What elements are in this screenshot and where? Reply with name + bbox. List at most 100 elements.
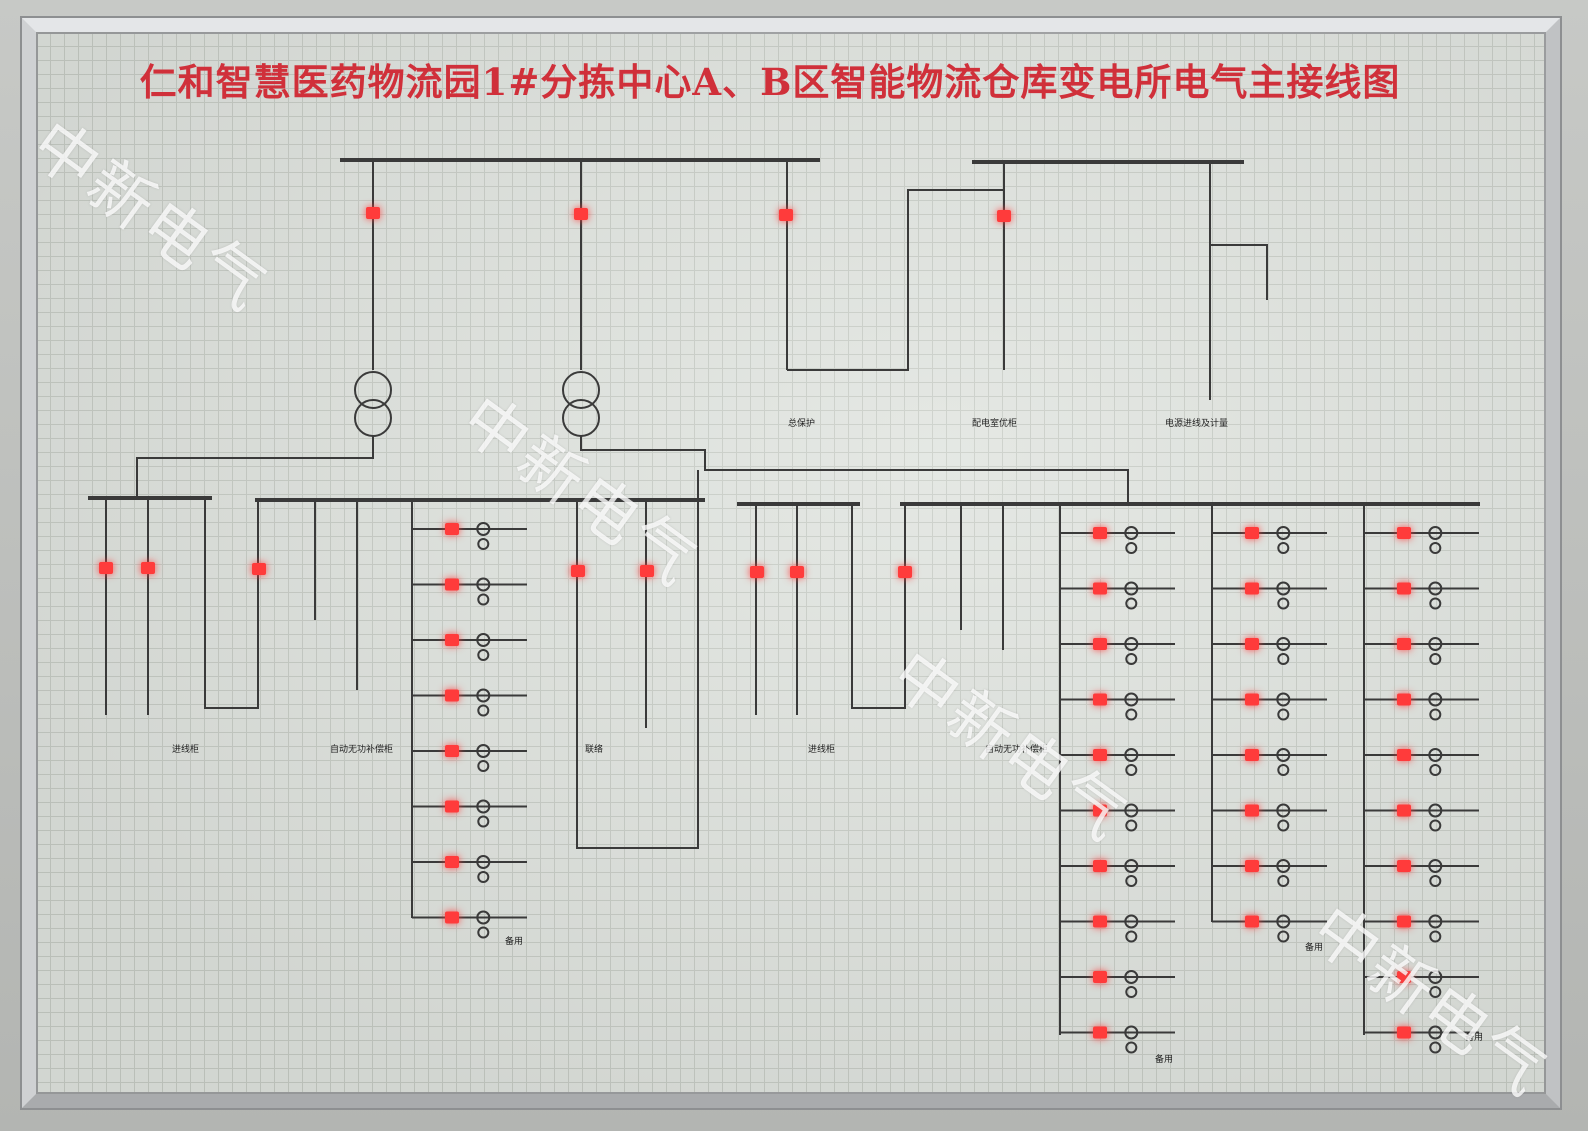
- feeder-row-c-3-ct-icon: [1276, 637, 1291, 651]
- indicator-lamp-hv-4: [997, 210, 1011, 222]
- indicator-lamp-d-6: [1397, 804, 1411, 817]
- label-distribution-metering: 配电室优柜: [972, 417, 1017, 429]
- indicator-lamp-c-2: [1245, 582, 1259, 595]
- label-spare-3: 备用: [1305, 941, 1323, 953]
- label-incoming-cabinet-2: 进线柜: [808, 743, 835, 755]
- indicator-lamp-c-7: [1245, 860, 1259, 872]
- feeder-row-b-10-ct-icon: [1124, 1025, 1139, 1040]
- transformer-2-hv: [562, 371, 600, 409]
- indicator-lamp-hv-1: [366, 207, 380, 219]
- indicator-lamp-a-3: [445, 634, 459, 646]
- indicator-lamp-d-4: [1397, 693, 1411, 706]
- feeder-row-a-5-meter-icon: [477, 760, 490, 772]
- indicator-lamps: [99, 207, 1411, 1039]
- feeder-row-c-2-meter-icon: [1277, 597, 1290, 610]
- indicator-lamp-a-7: [445, 856, 459, 868]
- indicator-lamp-lv-7: [790, 566, 804, 578]
- label-capacitor-1: 自动无功补偿柜: [330, 743, 393, 755]
- feeder-row-d-7-ct-icon: [1428, 859, 1443, 873]
- feeder-row-d-5-ct-icon: [1428, 748, 1443, 762]
- feeder-row-d-4-ct-icon: [1428, 692, 1443, 707]
- feeder-row-b-7-meter-icon: [1125, 875, 1138, 887]
- indicator-lamp-c-5: [1245, 749, 1259, 761]
- feeder-row-c-6-meter-icon: [1277, 819, 1290, 832]
- indicator-lamp-lv-2: [141, 562, 155, 574]
- feeder-row-d-1-ct-icon: [1428, 526, 1443, 540]
- indicator-lamp-d-9: [1397, 971, 1411, 983]
- indicator-lamp-hv-2: [574, 208, 588, 220]
- feeder-row-d-3-ct-icon: [1428, 637, 1443, 651]
- label-incoming-metering: 电源进线及计量: [1165, 417, 1228, 429]
- feeder-row-a-3-ct-icon: [476, 633, 491, 647]
- feeder-row-a-8-ct-icon: [476, 910, 491, 925]
- label-capacitor-2: 自动无功补偿柜: [985, 743, 1048, 755]
- feeder-row-d-8-meter-icon: [1429, 930, 1442, 943]
- lv-link-1: [136, 436, 374, 498]
- lv-link-2: [580, 436, 1129, 504]
- indicator-lamp-b-4: [1093, 693, 1107, 706]
- indicator-lamp-hv-3: [779, 209, 793, 221]
- indicator-lamp-lv-3: [252, 563, 266, 575]
- feeder-row-b-6-meter-icon: [1125, 819, 1138, 832]
- feeder-row-b-9-ct-icon: [1124, 970, 1139, 984]
- indicator-lamp-b-2: [1093, 582, 1107, 595]
- feeder-row-d-1-meter-icon: [1429, 542, 1442, 554]
- feeder-row-b-3-meter-icon: [1125, 653, 1138, 665]
- indicator-lamp-a-6: [445, 800, 459, 813]
- indicator-lamp-lv-8: [898, 566, 912, 578]
- feeder-row-c-6-ct-icon: [1276, 803, 1291, 818]
- feeder-row-c-3-meter-icon: [1277, 653, 1290, 665]
- indicator-lamp-b-7: [1093, 860, 1107, 872]
- feeder-row-d-3-meter-icon: [1429, 653, 1442, 665]
- indicator-lamp-b-10: [1093, 1026, 1107, 1039]
- indicator-lamp-b-5: [1093, 749, 1107, 761]
- feeder-row-a-6-meter-icon: [477, 815, 490, 828]
- indicator-lamp-lv-1: [99, 562, 113, 574]
- indicator-lamp-c-1: [1245, 527, 1259, 539]
- lv-tie-loop: [576, 470, 699, 849]
- lv-drop-3: [204, 498, 259, 709]
- feeder-row-c-8-ct-icon: [1276, 914, 1291, 929]
- indicator-lamp-a-8: [445, 911, 459, 924]
- feeder-row-d-6-meter-icon: [1429, 819, 1442, 832]
- feeder-row-a-7-meter-icon: [477, 871, 490, 883]
- feeder-row-d-7-meter-icon: [1429, 875, 1442, 887]
- feeder-row-c-4-ct-icon: [1276, 692, 1291, 707]
- feeder-row-b-1-meter-icon: [1125, 542, 1138, 554]
- feeder-rows: [412, 522, 1479, 1054]
- feeder-row-d-10-ct-icon: [1428, 1025, 1443, 1040]
- feeder-row-b-1-ct-icon: [1124, 526, 1139, 540]
- indicator-lamp-lv-4: [571, 565, 585, 577]
- feeder-row-b-2-ct-icon: [1124, 581, 1139, 596]
- indicator-lamp-d-1: [1397, 527, 1411, 539]
- transformer-1-hv: [354, 371, 392, 409]
- indicator-lamp-d-10: [1397, 1026, 1411, 1039]
- feeder-row-a-2-ct-icon: [476, 577, 491, 592]
- feeder-row-d-10-meter-icon: [1429, 1041, 1442, 1054]
- indicator-lamp-d-8: [1397, 915, 1411, 928]
- feeder-row-c-1-meter-icon: [1277, 542, 1290, 554]
- indicator-lamp-c-3: [1245, 638, 1259, 650]
- indicator-lamp-a-1: [445, 523, 459, 535]
- indicator-lamp-b-8: [1093, 915, 1107, 928]
- label-spare-1: 备用: [505, 935, 523, 947]
- label-incoming-cabinet-1: 进线柜: [172, 743, 199, 755]
- indicator-lamp-b-9: [1093, 971, 1107, 983]
- indicator-lamp-d-3: [1397, 638, 1411, 650]
- feeder-row-d-9-meter-icon: [1429, 986, 1442, 998]
- indicator-lamp-c-6: [1245, 804, 1259, 817]
- label-main-protection: 总保护: [788, 417, 815, 429]
- feeder-row-a-1-ct-icon: [476, 522, 491, 536]
- feeder-row-d-2-ct-icon: [1428, 581, 1443, 596]
- board-title: 仁和智慧医药物流园1#分拣中心A、B区智能物流仓库变电所电气主接线图: [139, 60, 1401, 104]
- feeder-row-d-2-meter-icon: [1429, 597, 1442, 610]
- feeder-row-a-4-meter-icon: [477, 704, 490, 717]
- transformer-1-lv: [354, 399, 392, 437]
- indicator-lamp-a-2: [445, 578, 459, 591]
- feeder-row-a-8-meter-icon: [477, 926, 490, 939]
- feeder-row-d-5-meter-icon: [1429, 764, 1442, 776]
- feeder-row-b-3-ct-icon: [1124, 637, 1139, 651]
- indicator-lamp-lv-6: [750, 566, 764, 578]
